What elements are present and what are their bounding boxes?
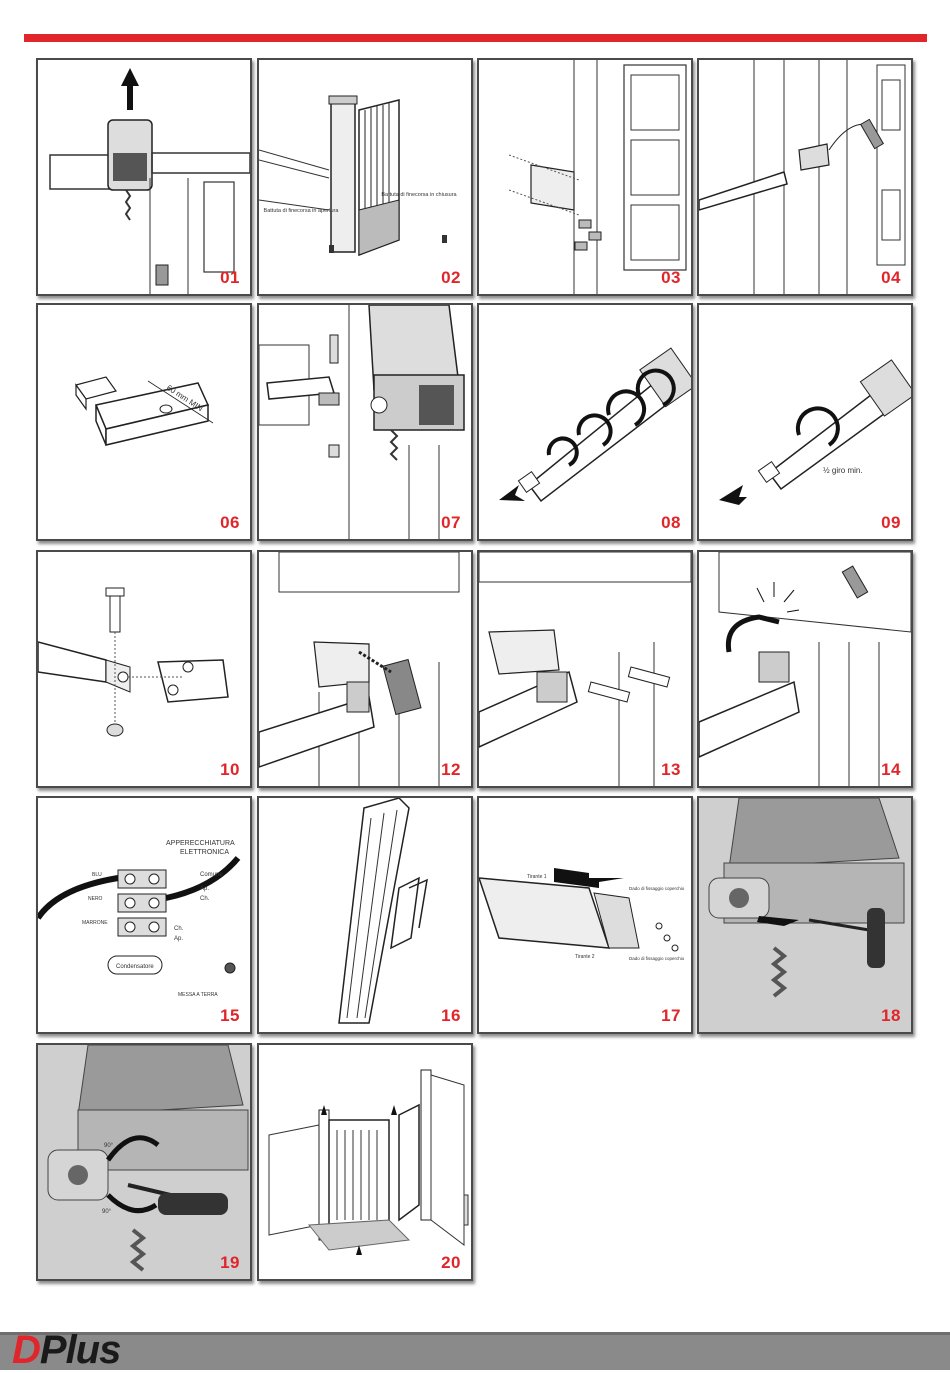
figure-number: 14 bbox=[881, 760, 901, 779]
top-red-bar bbox=[24, 34, 927, 42]
label-wire-blue: BLU bbox=[92, 872, 102, 878]
figure-panel-04: 04 bbox=[697, 58, 913, 296]
label-close-2: Ch. bbox=[174, 926, 184, 932]
figure-number: 15 bbox=[220, 1006, 240, 1025]
figure-number: 01 bbox=[220, 268, 240, 287]
figure-panel-17: Tirante 1 Tirante 2 Dado di fissaggio co… bbox=[477, 796, 693, 1034]
illustration-bracket-fixing bbox=[508, 60, 687, 294]
figure-number: 17 bbox=[661, 1006, 681, 1025]
illustration-release-key bbox=[338, 798, 428, 1024]
figure-panel-16: 16 bbox=[257, 796, 473, 1034]
figure-panel-20: 20 bbox=[257, 1043, 473, 1281]
figure-number: 12 bbox=[441, 760, 461, 779]
label-common: Comune bbox=[200, 872, 223, 878]
label-cover-nut-2: Dado di fissaggio coperchio bbox=[629, 956, 685, 961]
label-angle-top: 90° bbox=[104, 1143, 114, 1149]
figure-panel-02: Battuta di finecorsa in chiusura Battuta… bbox=[257, 58, 473, 296]
illustration-weld-spark bbox=[699, 552, 911, 786]
illustration-operator-lift bbox=[49, 68, 250, 294]
figure-number: 02 bbox=[441, 268, 461, 287]
label-wire-black: NERO bbox=[88, 896, 103, 902]
figure-number: 19 bbox=[220, 1253, 240, 1272]
figure-number: 10 bbox=[220, 760, 240, 779]
brand-logo: DPlus bbox=[12, 1328, 121, 1373]
figure-panel-18: 18 bbox=[697, 796, 913, 1034]
label-control-unit-line2: ELETTRONICA bbox=[180, 849, 229, 856]
figure-panel-08: 08 bbox=[477, 303, 693, 541]
label-tie-rod-2: Tirante 2 bbox=[575, 954, 595, 960]
figure-number: 06 bbox=[220, 513, 240, 532]
figure-panel-12: 12 bbox=[257, 550, 473, 788]
label-capacitor: Condensatore bbox=[116, 964, 154, 970]
illustration-rear-attachment bbox=[259, 305, 465, 539]
figure-panel-15: APPERECCHIATURA ELETTRONICA BLU NERO MAR… bbox=[36, 796, 252, 1034]
figure-panel-19: 90° 90° 19 bbox=[36, 1043, 252, 1281]
figure-number: 16 bbox=[441, 1006, 461, 1025]
label-cover-nut-1: Dado di fissaggio coperchio bbox=[629, 886, 685, 891]
label-open-2: Ap. bbox=[174, 936, 183, 942]
figure-number: 08 bbox=[661, 513, 681, 532]
figure-number: 09 bbox=[881, 513, 901, 532]
illustration-cover-removal: Tirante 1 Tirante 2 Dado di fissaggio co… bbox=[479, 868, 685, 961]
illustration-gate-stops: Battuta di finecorsa in chiusura Battuta… bbox=[259, 95, 458, 257]
label-open-1: Ap. bbox=[200, 886, 209, 892]
illustration-base-plate: 60 mm MIN bbox=[75, 376, 214, 446]
illustration-weld-bracket bbox=[699, 60, 906, 294]
figure-number: 04 bbox=[881, 268, 901, 287]
figure-panel-01: 01 bbox=[36, 58, 252, 296]
figure-panel-13: 13 bbox=[477, 550, 693, 788]
label-wire-brown: MARRONE bbox=[82, 920, 108, 926]
illustration-half-turn: ½ giro min. bbox=[719, 359, 911, 505]
label-tie-rod-1: Tirante 1 bbox=[527, 874, 547, 880]
illustration-safety-gaps bbox=[268, 1069, 469, 1255]
figure-panel-10: 10 bbox=[36, 550, 252, 788]
figure-number: 20 bbox=[441, 1253, 461, 1272]
logo-d: D bbox=[12, 1328, 41, 1372]
figure-panel-14: 14 bbox=[697, 550, 913, 788]
illustration-wiring-diagram: APPERECCHIATURA ELETTRONICA BLU NERO MAR… bbox=[38, 840, 241, 998]
label-ground: MESSA A TERRA bbox=[178, 992, 218, 998]
label-half-turn: ½ giro min. bbox=[823, 466, 863, 475]
figure-panel-06: 60 mm MIN 06 bbox=[36, 303, 252, 541]
figure-number: 13 bbox=[661, 760, 681, 779]
logo-plus: Plus bbox=[39, 1328, 121, 1372]
label-opening-stop: Battuta di finecorsa in apertura bbox=[264, 208, 340, 214]
figure-number: 18 bbox=[881, 1006, 901, 1025]
illustration-front-attachment bbox=[38, 587, 229, 737]
label-closing-stop: Battuta di finecorsa in chiusura bbox=[381, 192, 457, 198]
figure-number: 07 bbox=[441, 513, 461, 532]
illustration-unscrew-rod bbox=[499, 347, 691, 503]
illustration-insert-key bbox=[708, 798, 905, 998]
illustration-turn-key: 90° 90° bbox=[47, 1045, 249, 1272]
figure-panel-03: 03 bbox=[477, 58, 693, 296]
label-angle-bottom: 90° bbox=[102, 1209, 112, 1215]
illustration-weld-front-bracket bbox=[259, 552, 460, 786]
footer-bar bbox=[0, 1332, 950, 1370]
figure-number: 03 bbox=[661, 268, 681, 287]
figure-panel-07: 07 bbox=[257, 303, 473, 541]
label-close-1: Ch. bbox=[200, 896, 210, 902]
label-control-unit-line1: APPERECCHIATURA bbox=[166, 840, 235, 847]
illustration-bolts bbox=[479, 552, 691, 786]
figure-panel-09: ½ giro min. 09 bbox=[697, 303, 913, 541]
